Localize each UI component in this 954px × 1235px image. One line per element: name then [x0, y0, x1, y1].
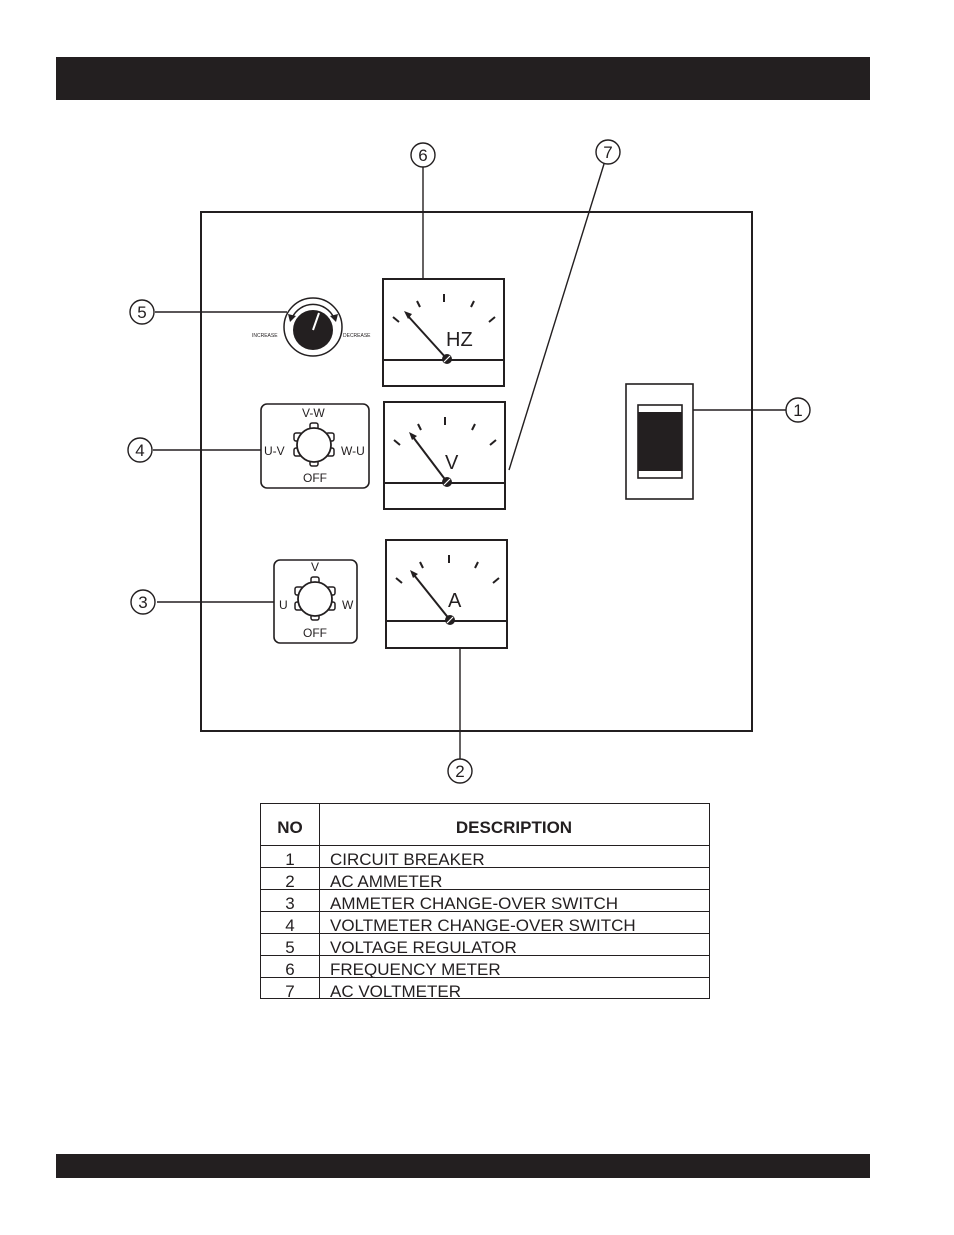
ammeter-label: A: [448, 590, 462, 612]
svg-text:6: 6: [418, 146, 427, 165]
switch-label-v: V: [311, 560, 319, 574]
switch-label-off: OFF: [303, 471, 327, 485]
decrease-label: DECREASE: [343, 333, 371, 339]
table-row: 1 CIRCUIT BREAKER: [261, 846, 709, 868]
callout-6: 6: [411, 143, 435, 167]
header-no: NO: [261, 818, 319, 838]
callout-4: 4: [128, 438, 152, 462]
bottom-footer-bar: [56, 1154, 870, 1178]
header-description: DESCRIPTION: [319, 818, 709, 838]
svg-text:4: 4: [135, 441, 144, 460]
increase-label: INCREASE: [252, 333, 278, 339]
leader-lines: [153, 164, 786, 759]
switch-label-u-v: U-V: [264, 444, 285, 458]
svg-text:7: 7: [603, 143, 612, 162]
ammeter-change-over-switch[interactable]: V U W OFF: [274, 560, 357, 643]
voltmeter-change-over-switch[interactable]: V-W U-V W-U OFF: [261, 404, 369, 488]
table-row: 4 VOLTMETER CHANGE-OVER SWITCH: [261, 912, 709, 934]
svg-text:1: 1: [793, 401, 802, 420]
control-panel-diagram: HZ V A INCREASE: [0, 0, 954, 800]
callout-5: 5: [130, 300, 154, 324]
table-header: NO DESCRIPTION: [261, 804, 709, 846]
table-row: 3 AMMETER CHANGE-OVER SWITCH: [261, 890, 709, 912]
table-row: 2 AC AMMETER: [261, 868, 709, 890]
ac-ammeter: A: [386, 540, 507, 648]
voltmeter-label: V: [445, 452, 459, 474]
frequency-meter: HZ: [383, 279, 504, 386]
callout-7: 7: [596, 140, 620, 164]
callout-2: 2: [448, 759, 472, 783]
switch-label-w-u: W-U: [341, 444, 365, 458]
switch-label-w: W: [342, 598, 354, 612]
frequency-meter-label: HZ: [446, 329, 473, 351]
switch-label-off-ammeter: OFF: [303, 626, 327, 640]
control-panel-outline: [201, 212, 752, 731]
switch-label-u: U: [279, 598, 288, 612]
svg-text:2: 2: [455, 762, 464, 781]
svg-text:5: 5: [137, 303, 146, 322]
table-row: 6 FREQUENCY METER: [261, 956, 709, 978]
description-table: NO DESCRIPTION 1 CIRCUIT BREAKER 2 AC AM…: [260, 803, 710, 999]
voltage-regulator-knob[interactable]: INCREASE DECREASE: [252, 298, 371, 356]
callout-3: 3: [131, 590, 155, 614]
callout-1: 1: [786, 398, 810, 422]
switch-label-v-w: V-W: [302, 406, 325, 420]
table-row: 5 VOLTAGE REGULATOR: [261, 934, 709, 956]
circuit-breaker[interactable]: [626, 384, 693, 499]
svg-text:3: 3: [138, 593, 147, 612]
table-row: 7 AC VOLTMETER: [261, 978, 709, 999]
ac-voltmeter: V: [384, 402, 505, 509]
